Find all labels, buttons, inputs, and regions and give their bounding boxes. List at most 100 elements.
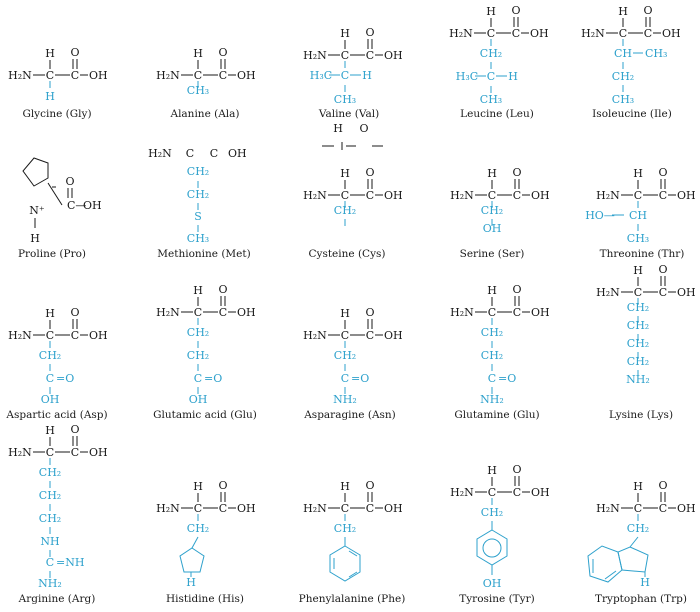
stray-hydrogen: H xyxy=(333,122,343,135)
carbonyl-oxygen: O xyxy=(365,479,374,492)
carbonyl-oxygen: O xyxy=(658,479,667,492)
carboxyl-carbon: C xyxy=(219,306,227,319)
alpha-carbon: C xyxy=(488,189,496,202)
pyrrole-ring xyxy=(617,546,649,573)
side-chain-eqo: =O xyxy=(56,372,74,385)
amino-group: H₂N xyxy=(596,502,620,515)
amino-group: H₂N xyxy=(303,49,327,62)
phenol-ring xyxy=(476,529,508,566)
side-chain-ch2: CH₂ xyxy=(187,349,209,362)
side-chain-ch2: CH₂ xyxy=(334,349,356,362)
carboxyl-carbon: C xyxy=(512,27,520,40)
side-chain-bond xyxy=(191,536,199,549)
carboxyl-carbon: C xyxy=(219,502,227,515)
carbonyl-oxygen: O xyxy=(218,283,227,296)
alpha-hydrogen: H xyxy=(45,47,55,60)
hydroxyl-group: OH xyxy=(89,329,108,342)
ring-double-bond xyxy=(604,570,617,580)
alpha-carbon: C xyxy=(487,27,495,40)
carboxyl-carbon: C xyxy=(513,486,521,499)
indole-benzene-ring xyxy=(587,545,623,583)
carbonyl-oxygen: O xyxy=(511,4,520,17)
carbonyl-oxygen: O xyxy=(658,263,667,276)
alpha-hydrogen: H xyxy=(193,480,203,493)
side-chain-oh: OH xyxy=(483,577,502,590)
label-met: Methionine (Met) xyxy=(157,248,250,260)
pyrrolidine-ring xyxy=(22,157,49,187)
alpha-hydrogen: H xyxy=(45,307,55,320)
side-chain-c: C xyxy=(487,70,495,83)
side-chain-ch2: CH₂ xyxy=(187,522,209,535)
carboxyl-carbon: C xyxy=(513,189,521,202)
side-chain-ch2: CH₂ xyxy=(627,319,649,332)
amino-group: H₂N xyxy=(8,446,32,459)
side-chain-ch2: CH₂ xyxy=(627,337,649,350)
alpha-hydrogen: H xyxy=(487,167,497,180)
carboxyl-carbon: C xyxy=(71,329,79,342)
alpha-carbon: C xyxy=(488,306,496,319)
alpha-carbon: C xyxy=(634,286,642,299)
hydroxyl-group: OH xyxy=(384,49,403,62)
amino-group: H₂N xyxy=(450,486,474,499)
ring-nitrogen: N⁺ xyxy=(29,204,45,217)
label-gly: Glycine (Gly) xyxy=(22,108,91,120)
label-glu: Glutamic acid (Glu) xyxy=(153,409,257,421)
side-chain-h3c: H₃C xyxy=(310,69,332,82)
amino-group: H₂N xyxy=(596,286,620,299)
ring-hydrogen: H xyxy=(186,576,196,589)
side-chain-ch3: CH₃ xyxy=(612,93,634,106)
side-chain-nh: NH xyxy=(40,535,59,548)
side-chain-oh: OH xyxy=(483,222,502,235)
side-chain-nh2: NH₂ xyxy=(480,393,504,406)
carbonyl-oxygen: O xyxy=(70,306,79,319)
label-phe: Phenylalanine (Phe) xyxy=(299,593,406,605)
label-ile: Isoleucine (Ile) xyxy=(592,108,672,120)
alpha-hydrogen: H xyxy=(633,264,643,277)
alpha-hydrogen: H xyxy=(618,5,628,18)
amino-group: H₂N xyxy=(148,147,172,160)
side-chain-h: H xyxy=(362,69,372,82)
side-chain-ch2: CH₂ xyxy=(481,326,503,339)
carboxyl-carbon: C xyxy=(644,27,652,40)
carbonyl-oxygen: O xyxy=(218,46,227,59)
label-lys: Lysine (Lys) xyxy=(609,409,673,421)
amino-group: H₂N xyxy=(156,306,180,319)
side-chain-ch2: CH₂ xyxy=(39,489,61,502)
carboxyl-carbon: C xyxy=(366,502,374,515)
imidazole-ring xyxy=(179,547,205,573)
label-asp: Aspartic acid (Asp) xyxy=(5,409,107,421)
alpha-carbon: C xyxy=(634,189,642,202)
side-chain-ch2: CH₂ xyxy=(481,506,503,519)
side-chain-nh2: NH₂ xyxy=(38,577,62,590)
alpha-hydrogen: H xyxy=(486,5,496,18)
carbonyl-oxygen: O xyxy=(658,166,667,179)
carbonyl-oxygen: O xyxy=(365,306,374,319)
carboxyl-carbon: C xyxy=(71,446,79,459)
carboxyl-carbon: C xyxy=(210,147,218,160)
hydroxyl-group: OH xyxy=(531,486,550,499)
hydroxyl-group: OH xyxy=(530,27,549,40)
side-chain-h3c: H₃C xyxy=(456,70,478,83)
label-ala: Alanine (Ala) xyxy=(169,108,239,120)
amino-group: H₂N xyxy=(449,27,473,40)
carbonyl-oxygen: O xyxy=(70,423,79,436)
alpha-hydrogen: H xyxy=(340,480,350,493)
ring-double-bond xyxy=(348,550,358,557)
alpha-hydrogen: H xyxy=(487,284,497,297)
carbonyl-oxygen: O xyxy=(365,166,374,179)
label-thr: Threonine (Thr) xyxy=(600,248,685,260)
side-chain-ch2: CH₂ xyxy=(187,165,209,178)
hydroxyl-group: OH xyxy=(384,189,403,202)
amino-group: H₂N xyxy=(303,502,327,515)
side-chain-ho: HO— xyxy=(585,209,615,222)
hydroxyl-group: OH xyxy=(89,69,108,82)
side-chain-bond xyxy=(629,536,639,548)
alpha-hydrogen: H xyxy=(340,307,350,320)
side-chain-c: C xyxy=(488,372,496,385)
side-chain-ch2: CH₂ xyxy=(612,70,634,83)
side-chain-c: C xyxy=(46,372,54,385)
carbonyl-oxygen: O xyxy=(512,283,521,296)
side-chain-nh2: NH₂ xyxy=(333,393,357,406)
carbonyl-oxygen: O xyxy=(70,46,79,59)
alpha-carbon: C xyxy=(194,306,202,319)
